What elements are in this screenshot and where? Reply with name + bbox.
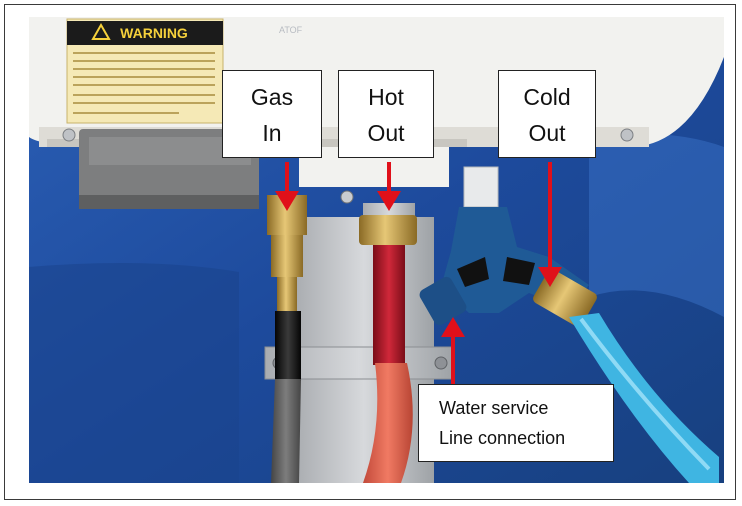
bracket-bolt-right-icon — [434, 356, 448, 370]
screw-left-icon — [62, 128, 76, 142]
warning-fine-print — [73, 52, 215, 114]
battery-box-shadow — [79, 195, 259, 209]
brand-text: ATOF — [279, 25, 303, 35]
cold-out-line2: Out — [528, 120, 566, 146]
red-arrows — [275, 162, 562, 389]
gas-arrowhead-icon — [275, 191, 299, 211]
cold-arrowhead-icon — [538, 267, 562, 287]
hot-out-callout: Hot Out — [338, 70, 434, 158]
hot-hose-coupling — [359, 215, 417, 245]
warning-text: WARNING — [120, 25, 188, 41]
hot-arrowhead-icon — [377, 191, 401, 211]
water-service-line2: Line connection — [439, 428, 566, 448]
cold-out-line1: Cold — [523, 84, 571, 110]
top-screw-icon — [340, 190, 354, 204]
gas-hose-gray — [271, 379, 301, 483]
water-service-callout: Water service Line connection — [418, 384, 614, 462]
warning-header — [67, 21, 223, 45]
hot-hose-red — [373, 245, 405, 365]
screw-right-icon — [620, 128, 634, 142]
water-service-line1: Water service — [439, 398, 549, 418]
cover-seam — [29, 263, 239, 483]
cold-hose-highlight — [579, 317, 711, 471]
cold-out-callout: Cold Out — [498, 70, 596, 158]
gas-in-callout: Gas In — [222, 70, 322, 158]
cover-highlight — [589, 133, 724, 317]
cold-nipple — [463, 166, 499, 208]
gas-hose-black — [275, 311, 301, 381]
wye-lever-left — [457, 257, 489, 287]
warning-triangle-icon — [91, 22, 111, 40]
cold-wye-left-outlet — [419, 276, 467, 326]
gas-fitting — [271, 235, 303, 277]
hot-out-line1: Hot — [368, 84, 404, 110]
gas-in-line2: In — [262, 120, 282, 146]
gas-fitting-collar — [277, 277, 297, 313]
water-service-arrowhead-icon — [441, 317, 465, 337]
hot-hose-coral — [363, 363, 413, 483]
wye-lever-right — [503, 257, 535, 285]
gas-in-line1: Gas — [250, 84, 294, 110]
hot-out-line2: Out — [367, 120, 405, 146]
